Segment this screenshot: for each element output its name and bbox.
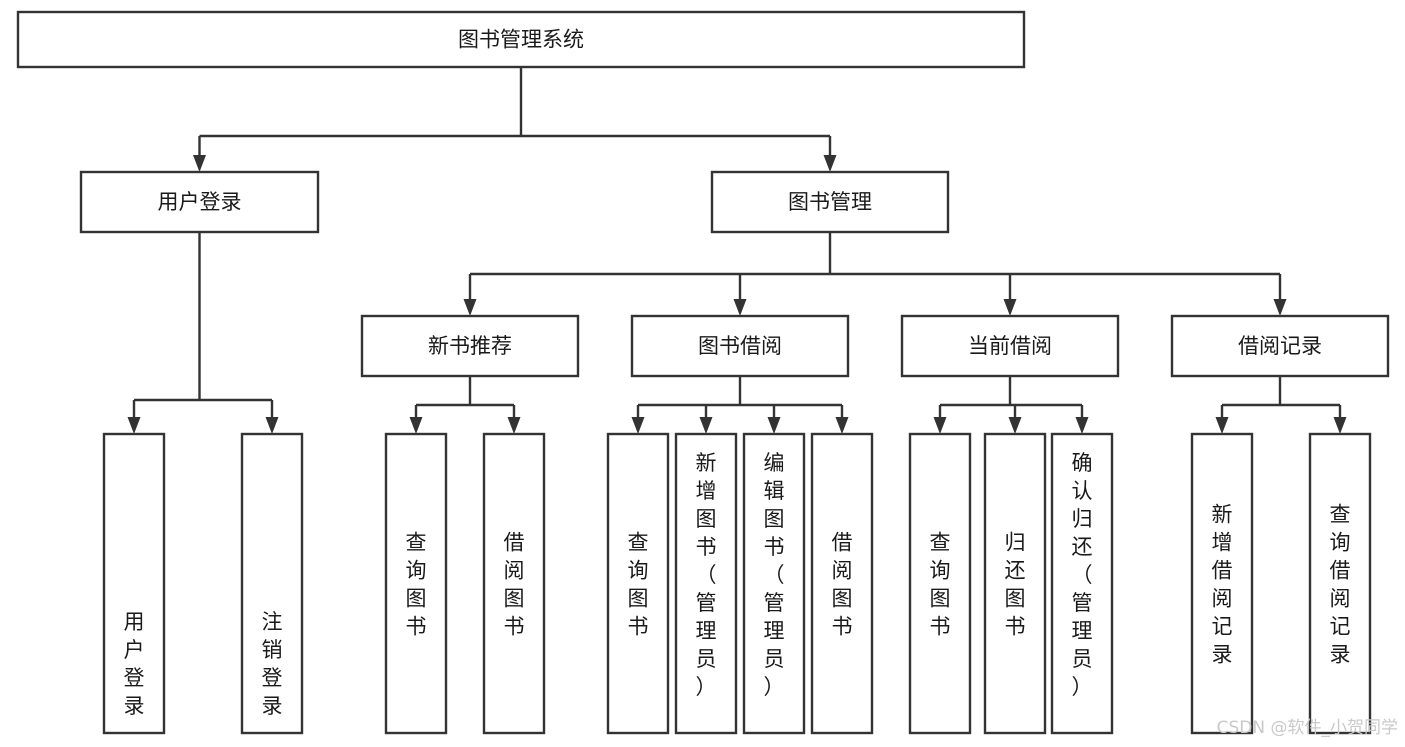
node-leaf-return-book[interactable]: 归还图书	[983, 432, 1047, 735]
node-box	[1050, 432, 1114, 735]
arrow-head-icon	[933, 417, 947, 434]
arrow-head-icon	[631, 417, 645, 434]
node-label: 新增借阅记录	[1212, 502, 1233, 666]
node-box	[1170, 314, 1390, 378]
node-label: 确认归还（管理员）	[1072, 451, 1093, 699]
node-box	[384, 432, 448, 735]
node-leaf-logout-login[interactable]: 注销登录	[240, 432, 304, 735]
arrow-head-icon	[767, 417, 781, 434]
arrow-head-icon	[733, 299, 747, 316]
node-label: 查询图书	[930, 530, 951, 638]
node-leaf-query-borrow-record[interactable]: 查询借阅记录	[1308, 432, 1372, 735]
node-box	[908, 432, 972, 735]
arrow-head-icon	[823, 155, 837, 172]
node-current-borrow[interactable]: 当前借阅	[900, 314, 1120, 378]
node-label: 借阅图书	[504, 530, 525, 638]
node-leaf-add-book[interactable]: 新增图书（管理员）	[674, 432, 738, 735]
connector-c-bookmanage-children	[463, 232, 1287, 316]
node-leaf-query-book-borrow[interactable]: 查询图书	[606, 432, 670, 735]
arrow-head-icon	[463, 299, 477, 316]
arrow-head-icon	[1333, 417, 1347, 434]
node-leaf-user-login[interactable]: 用户登录	[102, 432, 166, 735]
connector-layer	[127, 67, 1347, 434]
node-new-book-rec[interactable]: 新书推荐	[360, 314, 580, 378]
node-box	[606, 432, 670, 735]
node-book-borrow[interactable]: 图书借阅	[630, 314, 850, 378]
node-box	[742, 432, 806, 735]
node-label: 归还图书	[1005, 530, 1026, 638]
node-label: 借阅记录	[1238, 334, 1322, 358]
node-leaf-query-book-current[interactable]: 查询图书	[908, 432, 972, 735]
node-book-manage[interactable]: 图书管理	[710, 170, 950, 234]
node-label: 编辑图书（管理员）	[764, 451, 785, 699]
node-leaf-borrow-book[interactable]: 借阅图书	[810, 432, 874, 735]
node-label: 查询图书	[406, 530, 427, 638]
node-box	[1190, 432, 1254, 735]
node-box	[79, 170, 320, 234]
connector-c-newbook-children	[409, 376, 521, 434]
node-box	[983, 432, 1047, 735]
arrow-head-icon	[1215, 417, 1229, 434]
node-label: 图书借阅	[698, 334, 782, 358]
arrow-head-icon	[699, 417, 713, 434]
node-root[interactable]: 图书管理系统	[16, 10, 1026, 69]
node-box	[360, 314, 580, 378]
node-user-login[interactable]: 用户登录	[79, 170, 320, 234]
node-box	[240, 432, 304, 735]
watermark-layer: CSDN @软件_小贺同学	[1217, 718, 1398, 738]
arrow-head-icon	[1075, 417, 1089, 434]
node-borrow-record[interactable]: 借阅记录	[1170, 314, 1390, 378]
arrow-head-icon	[127, 417, 141, 434]
node-label: 注销登录	[262, 610, 283, 718]
node-leaf-confirm-return[interactable]: 确认归还（管理员）	[1050, 432, 1114, 735]
arrow-head-icon	[1008, 417, 1022, 434]
arrow-head-icon	[265, 417, 279, 434]
arrow-head-icon	[1273, 299, 1287, 316]
node-label: 当前借阅	[968, 334, 1052, 358]
node-label: 借阅图书	[832, 530, 853, 638]
node-box	[630, 314, 850, 378]
node-leaf-borrow-book-rec[interactable]: 借阅图书	[482, 432, 546, 735]
node-box	[16, 10, 1026, 69]
node-leaf-add-borrow-record[interactable]: 新增借阅记录	[1190, 432, 1254, 735]
connector-c-bookborrow-children	[631, 376, 849, 434]
arrow-head-icon	[193, 155, 206, 172]
arrow-head-icon	[1003, 299, 1017, 316]
node-label: 新增图书（管理员）	[696, 451, 717, 699]
node-box	[674, 432, 738, 735]
node-label: 新书推荐	[428, 334, 512, 358]
csdn-watermark: CSDN @软件_小贺同学	[1217, 718, 1398, 738]
node-box	[1308, 432, 1372, 735]
node-label: 查询借阅记录	[1330, 502, 1351, 666]
node-box	[810, 432, 874, 735]
node-leaf-edit-book[interactable]: 编辑图书（管理员）	[742, 432, 806, 735]
node-label: 图书管理系统	[458, 28, 584, 52]
arrow-head-icon	[507, 417, 521, 434]
node-layer: 图书管理系统用户登录图书管理新书推荐图书借阅当前借阅借阅记录用户登录注销登录查询…	[16, 10, 1390, 735]
connector-c-currentborrow-children	[933, 376, 1089, 434]
node-box	[482, 432, 546, 735]
arrow-head-icon	[409, 417, 423, 434]
node-box	[710, 170, 950, 234]
node-leaf-query-book-rec[interactable]: 查询图书	[384, 432, 448, 735]
node-label: 查询图书	[628, 530, 649, 638]
connector-c-root-children	[193, 67, 837, 172]
node-box	[900, 314, 1120, 378]
connector-c-borrowrecord-children	[1215, 376, 1347, 434]
arrow-head-icon	[835, 417, 849, 434]
connector-c-userlogin-children	[127, 232, 279, 434]
node-box	[102, 432, 166, 735]
node-label: 用户登录	[158, 190, 242, 214]
node-label: 图书管理	[788, 190, 872, 214]
node-label: 用户登录	[124, 610, 145, 718]
